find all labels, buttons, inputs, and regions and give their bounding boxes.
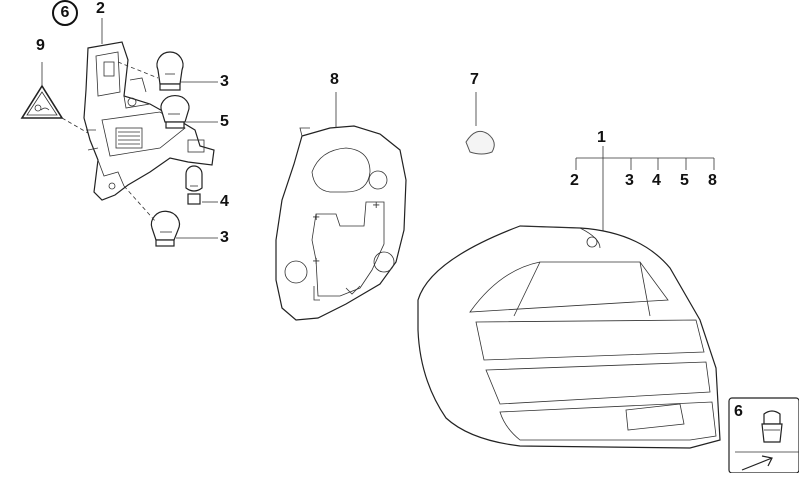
svg-text:+: + bbox=[312, 256, 320, 267]
tail-light-drawing bbox=[417, 225, 721, 449]
callout-tree-5: 5 bbox=[680, 172, 689, 189]
callout-3-upper: 3 bbox=[220, 73, 229, 90]
bulb-carrier-drawing bbox=[83, 41, 215, 201]
bulb-5-drawing bbox=[160, 94, 190, 129]
callout-1: 1 bbox=[597, 129, 606, 146]
callout-2-top: 2 bbox=[96, 0, 105, 17]
callout-6-box: 6 bbox=[734, 403, 743, 420]
callout-3-lower: 3 bbox=[220, 229, 229, 246]
callout-5: 5 bbox=[220, 113, 229, 130]
bulb-3-bottom-drawing bbox=[150, 210, 181, 247]
bulb-4-drawing bbox=[185, 165, 203, 205]
callout-7: 7 bbox=[470, 71, 479, 88]
bulb-3-top-drawing bbox=[156, 51, 184, 91]
callout-4: 4 bbox=[220, 193, 229, 210]
callout-tree-3: 3 bbox=[625, 172, 634, 189]
callout-tree-8: 8 bbox=[708, 172, 717, 189]
callout-tree-4: 4 bbox=[652, 172, 661, 189]
callout-8: 8 bbox=[330, 71, 339, 88]
cap-drawing bbox=[465, 130, 495, 155]
svg-text:+: + bbox=[372, 200, 380, 211]
callout-tree-2: 2 bbox=[570, 172, 579, 189]
part-6-box bbox=[728, 397, 799, 474]
warning-label-icon bbox=[20, 84, 64, 119]
svg-text:+: + bbox=[312, 212, 320, 223]
callout-6-circled: 6 bbox=[52, 0, 78, 26]
callout-9: 9 bbox=[36, 37, 45, 54]
part-1-callout-tree bbox=[575, 146, 715, 238]
gasket-drawing: + + + bbox=[275, 125, 407, 321]
